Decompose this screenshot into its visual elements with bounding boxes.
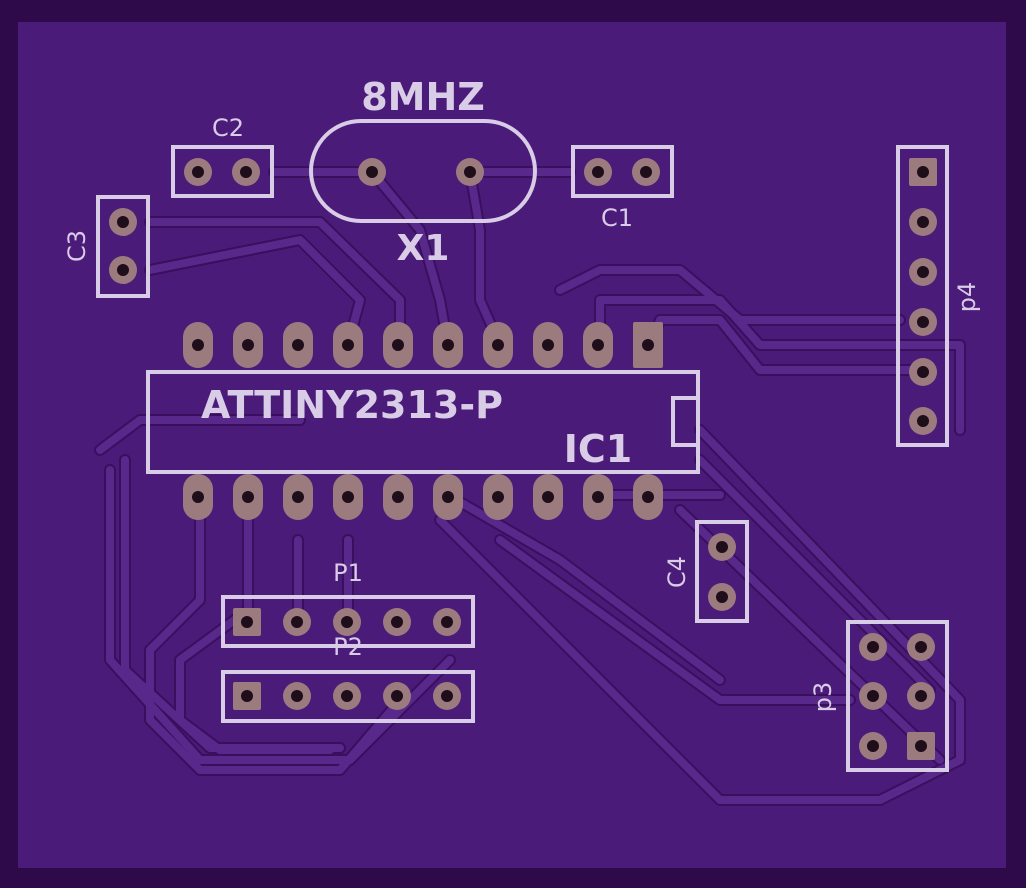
- c3-outline: [96, 195, 150, 298]
- c4-label: C4: [663, 556, 691, 588]
- silk-labels: 8MHZ X1 C2 C1 C3 C4 ATTINY2313-P IC1 P1 …: [63, 75, 981, 712]
- c1-outline: [571, 145, 674, 198]
- ic1-notch: [671, 396, 700, 447]
- p4-label: p4: [953, 282, 981, 313]
- c2-label: C2: [212, 114, 244, 142]
- ic1-value-label: ATTINY2313-P: [201, 383, 503, 427]
- p3-label: p3: [809, 682, 837, 713]
- p1-outline: [221, 595, 475, 648]
- c4-outline: [695, 520, 749, 623]
- c1-label: C1: [601, 204, 633, 232]
- p2-label: P2: [333, 633, 363, 661]
- pads: [109, 158, 937, 760]
- traces: [94, 166, 966, 806]
- p1-label: P1: [333, 559, 363, 587]
- c3-label: C3: [63, 230, 91, 262]
- crystal-frequency-label: 8MHZ: [361, 75, 485, 119]
- p4-outline: [896, 145, 949, 447]
- silkscreen: [96, 119, 949, 772]
- p3-outline: [846, 620, 949, 772]
- c2-outline: [171, 145, 274, 198]
- crystal-outline: [309, 119, 537, 223]
- ic1-ref-label: IC1: [564, 427, 632, 471]
- p2-outline: [221, 670, 475, 723]
- crystal-ref-label: X1: [397, 228, 450, 269]
